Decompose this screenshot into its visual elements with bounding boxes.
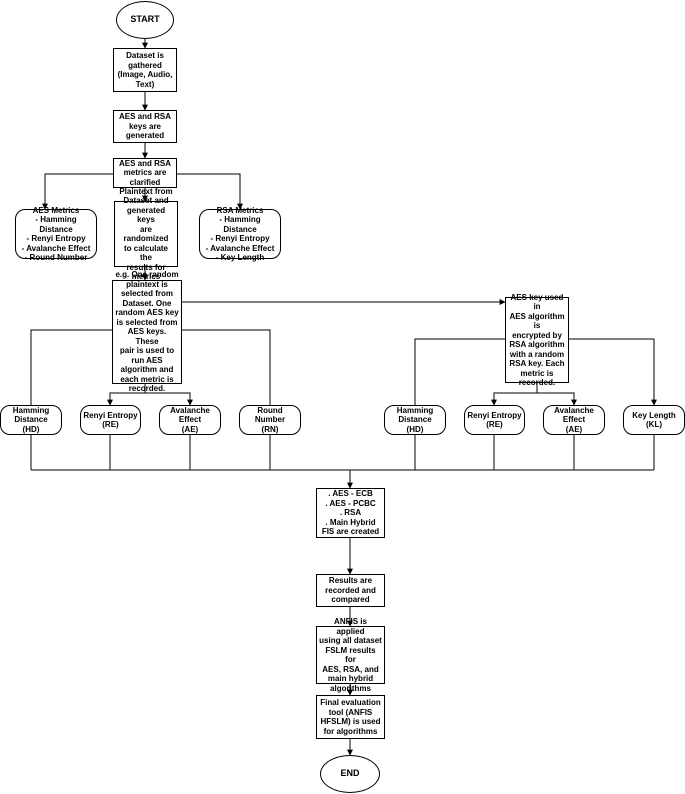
avalanche-effect-aes-node: Avalanche Effect (AE): [159, 405, 221, 435]
aes-key-rsa-encryption-node: AES key used in AES algorithm is encrypt…: [505, 293, 569, 387]
keys-generated-node: AES and RSA keys are generated: [113, 110, 177, 143]
rsa-metrics-node: RSA Metrics - Hamming Distance - Renyi E…: [199, 206, 281, 262]
avalanche-effect-rsa-node: Avalanche Effect (AE): [543, 405, 605, 435]
round-number-node: Round Number (RN): [239, 405, 301, 435]
edge-metrics-aes: [42, 173, 145, 210]
edge-example-rn: [182, 329, 271, 405]
edge-example-ae: [145, 392, 193, 406]
results-compared-node: Results are recorded and compared: [316, 574, 385, 607]
plaintext-randomized-node: Plaintext from Dataset and generated key…: [114, 187, 178, 281]
key-length-node: Key Length (KL): [623, 405, 685, 435]
metrics-clarified-node: AES and RSA metrics are clarified: [113, 158, 177, 188]
algorithms-created-node: . AES - ECB . AES - PCBC . RSA . Main Hy…: [316, 488, 385, 538]
hamming-distance-rsa-node: Hamming Distance (HD): [384, 405, 446, 435]
edge-example-re: [107, 392, 145, 406]
renyi-entropy-aes-node: Renyi Entropy (RE): [80, 405, 141, 435]
edge-rsa-ae: [537, 392, 577, 406]
final-evaluation-node: Final evaluation tool (ANFIS HFSLM) is u…: [316, 695, 385, 739]
dataset-gathered-node: Dataset is gathered (Image, Audio, Text): [113, 48, 177, 92]
end-node: END: [320, 755, 380, 793]
start-node: START: [116, 1, 174, 39]
hamming-distance-aes-node: Hamming Distance (HD): [0, 405, 62, 435]
anfis-applied-node: ANFIS is applied using all dataset FSLM …: [316, 617, 385, 693]
edge-rsa-kl: [569, 338, 657, 406]
edge-example-hd: [30, 329, 112, 405]
example-selection-node: e.g. One random plaintext is selected fr…: [112, 270, 182, 393]
aes-metrics-node: AES Metrics - Hamming Distance - Renyi E…: [15, 206, 97, 262]
renyi-entropy-rsa-node: Renyi Entropy (RE): [464, 405, 525, 435]
edge-rsa-re: [491, 392, 537, 406]
edge-rsa-hd: [414, 338, 505, 405]
